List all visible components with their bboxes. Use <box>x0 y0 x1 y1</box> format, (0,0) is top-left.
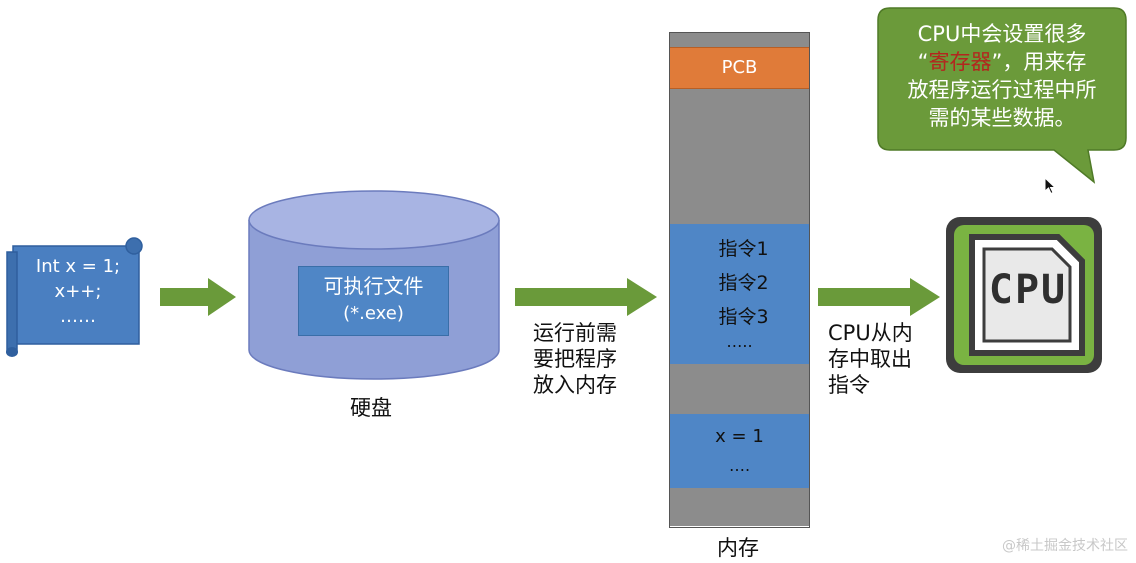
quote-open: “ <box>917 50 929 74</box>
pcb-label: PCB <box>721 57 758 78</box>
watermark-text: @稀土掘金技术社区 <box>1002 538 1128 554</box>
arrow-to-cpu <box>818 278 940 316</box>
arrow-to-memory <box>515 278 657 316</box>
cpu-label: CPU <box>988 267 1068 313</box>
load-caption-line-2: 要把程序 <box>533 347 617 371</box>
memory-instruction-block <box>670 224 809 364</box>
load-caption-line-3: 放入内存 <box>533 373 617 397</box>
instruction-ellipsis: ….. <box>726 332 753 351</box>
memory-pcb-block: PCB <box>670 47 809 89</box>
data-x-equals-1: x = 1 <box>715 426 764 447</box>
mouse-cursor-icon <box>1044 177 1057 195</box>
code-scroll: Int x = 1; x++; …… <box>5 232 145 357</box>
instruction-3: 指令3 <box>718 306 769 328</box>
fetch-caption-line-3: 指令 <box>828 373 870 397</box>
file-extension: (*.exe) <box>343 303 404 324</box>
bubble-line-3: 放程序运行过程中所 <box>907 78 1097 102</box>
instruction-2: 指令2 <box>718 272 769 294</box>
memory-outline <box>669 32 810 528</box>
data-ellipsis: …. <box>728 456 751 475</box>
registers-highlight: 寄存器 <box>928 50 992 74</box>
bubble-shape <box>877 7 1127 184</box>
bubble-line-1: CPU中会设置很多 <box>917 22 1087 46</box>
bubble-line-2-rest: ，用来存 <box>1002 50 1087 74</box>
load-caption-line-1: 运行前需 <box>533 321 617 345</box>
code-line-3: …… <box>60 306 96 327</box>
disk-caption: 硬盘 <box>350 396 392 420</box>
bubble-line-2: “寄存器”，用来存 <box>882 48 1122 76</box>
memory-gray-1 <box>670 89 809 224</box>
fetch-caption: CPU从内 存中取出 指令 <box>828 320 913 398</box>
code-line-2: x++; <box>54 281 102 302</box>
quote-close: ” <box>991 50 1003 74</box>
cpu-chip-icon <box>946 217 1102 373</box>
fetch-caption-line-1: CPU从内 <box>828 321 913 345</box>
code-line-1: Int x = 1; <box>35 256 121 277</box>
instruction-1: 指令1 <box>718 238 769 260</box>
memory-gray-bottom <box>670 488 809 526</box>
load-caption: 运行前需 要把程序 放入内存 <box>533 320 617 398</box>
cpu-chip: CPU <box>944 215 1104 375</box>
memory-gray-2 <box>670 364 809 414</box>
memory-top-gray <box>670 33 809 47</box>
scroll-shape <box>6 237 143 357</box>
hard-disk: 可执行文件 (*.exe) <box>248 190 500 380</box>
memory-data-block <box>670 414 809 488</box>
fetch-caption-line-2: 存中取出 <box>828 347 912 371</box>
memory-caption: 内存 <box>717 536 759 560</box>
arrow-to-disk <box>160 278 236 316</box>
bubble-line-4: 需的某些数据。 <box>928 106 1076 130</box>
file-label: 可执行文件 <box>323 274 424 298</box>
register-note-bubble: CPU中会设置很多 “寄存器”，用来存 放程序运行过程中所 需的某些数据。 <box>876 6 1128 186</box>
executable-file-box: 可执行文件 (*.exe) <box>298 266 449 336</box>
